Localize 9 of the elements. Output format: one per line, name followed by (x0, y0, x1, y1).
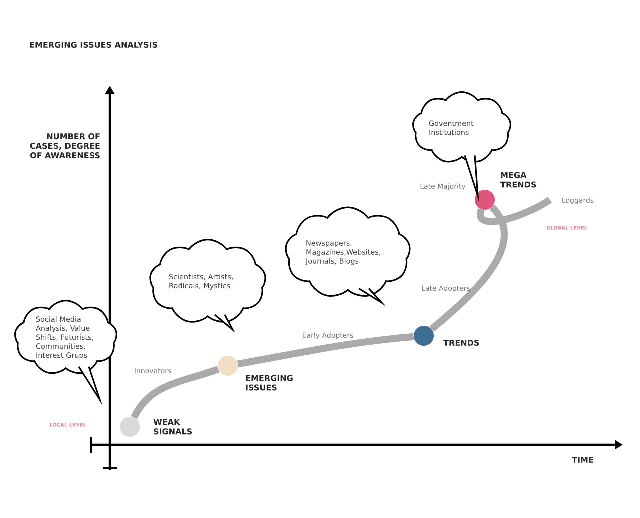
axis-label: TIME (572, 457, 594, 463)
curve (477, 197, 552, 226)
stage-name: EMERGING ISSUES (246, 375, 293, 391)
title: EMERGING ISSUES ANALYSIS (30, 42, 158, 48)
stage-name: WEAK SIGNALS (154, 419, 192, 435)
curve (237, 333, 414, 368)
axis-label: NUMBER OF CASES, DEGREE OF AWARENESS (30, 134, 100, 159)
stage-name: TRENDS (444, 340, 480, 346)
curve (430, 205, 508, 332)
